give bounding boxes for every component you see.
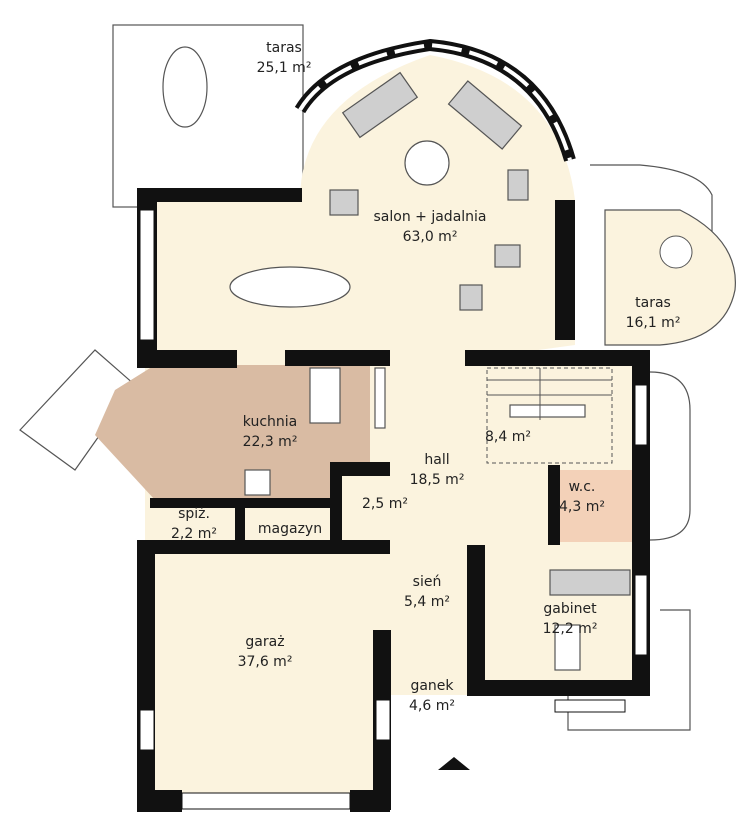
room-area: 4,3 m²	[559, 499, 605, 515]
room-area: 18,5 m²	[410, 472, 465, 488]
room-area: 2,5 m²	[362, 496, 408, 512]
room-area: 37,6 m²	[238, 654, 293, 670]
room-name: sień	[413, 574, 442, 590]
room-name: garaż	[245, 634, 284, 650]
room-area: 12,2 m²	[543, 621, 598, 637]
room-name: hall	[424, 452, 449, 468]
room-area: 25,1 m²	[257, 60, 312, 76]
room-area: 22,3 m²	[243, 434, 298, 450]
room-name: ganek	[410, 678, 454, 694]
room-labels: taras 25,1 m² salon + jadalnia 63,0 m² t…	[171, 40, 680, 714]
room-name: kuchnia	[243, 414, 297, 430]
room-name: taras	[266, 40, 302, 56]
windows	[139, 209, 648, 810]
room-name: gabinet	[543, 601, 597, 617]
room-name: w.c.	[569, 479, 596, 495]
terrace-right-table	[659, 235, 693, 269]
room-area: 8,4 m²	[485, 429, 531, 445]
room-name: taras	[635, 295, 671, 311]
room-name: magazyn	[258, 521, 322, 537]
terrace-right-disc	[604, 209, 736, 346]
room-area: 16,1 m²	[626, 315, 681, 331]
room-name: salon + jadalnia	[374, 209, 487, 225]
room-name: spiż.	[178, 506, 210, 522]
room-area: 63,0 m²	[403, 229, 458, 245]
furniture	[162, 46, 631, 671]
room-area: 2,2 m²	[171, 526, 217, 542]
room-area: 4,6 m²	[409, 698, 455, 714]
stairs	[486, 367, 613, 464]
entrance-marker	[438, 757, 470, 770]
room-area: 5,4 m²	[404, 594, 450, 610]
